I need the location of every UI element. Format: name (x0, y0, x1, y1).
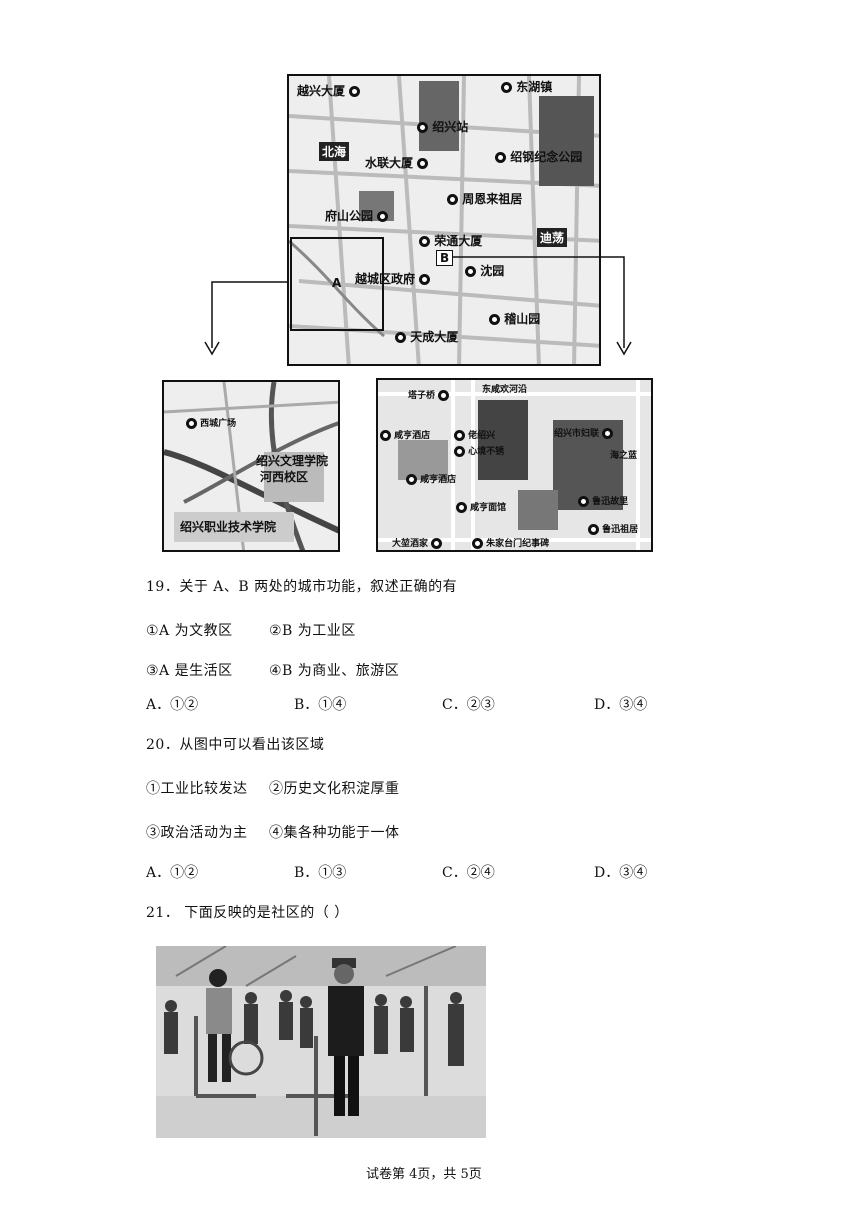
community-exercise-photo (156, 946, 486, 1138)
q20-option-d[interactable]: D．③④ (594, 865, 648, 881)
landmark-icon (501, 82, 512, 93)
label-point-a: A (332, 276, 342, 290)
landmark-icon (419, 236, 430, 247)
label-xicheng: 西城广场 (186, 416, 236, 429)
inset-b-streets (378, 380, 651, 550)
landmark-icon (447, 194, 458, 205)
q20-item4: ④集各种功能于一体 (269, 825, 400, 841)
landmark-icon (186, 418, 197, 429)
landmark-icon (438, 390, 450, 401)
q19-item1: ①A 为文教区 (146, 623, 233, 639)
label-xianheng2: 咸亨酒店 (406, 472, 456, 485)
landmark-icon (395, 332, 406, 343)
label-shenyuan: 沈园 (465, 262, 504, 279)
label-dongxian: 东咸欢河沿 (482, 385, 528, 395)
label-laoshaoxing: 佬绍兴 (454, 428, 495, 441)
landmark-icon (602, 428, 614, 439)
label-dongshen: 东湖镇 (501, 78, 552, 95)
landmark-icon (465, 266, 476, 277)
q20-item3: ③政治活动为主 (146, 825, 248, 841)
community-exercise-photo-art (156, 946, 486, 1138)
q19-item3: ③A 是生活区 (146, 663, 233, 679)
landmark-icon (419, 274, 431, 285)
q19-item4: ④B 为商业、旅游区 (269, 663, 400, 679)
label-xianheng-noodle: 咸亨面馆 (456, 500, 506, 513)
label-fushan: 府山公园 (325, 207, 389, 224)
label-college2: 河西校区 (260, 470, 309, 484)
landmark-icon (406, 474, 417, 485)
landmark-icon (454, 430, 465, 441)
label-college1: 绍兴文理学院 (256, 454, 329, 468)
landmark-icon (431, 538, 443, 549)
label-dapu: 大堃酒家 (392, 536, 443, 549)
landmark-icon (578, 496, 589, 507)
label-memorial: 绍钢纪念公园 (495, 148, 582, 165)
landmark-icon (588, 524, 599, 535)
landmark-icon (489, 314, 500, 325)
q19-option-a[interactable]: A．①② (146, 697, 199, 713)
label-shuilian: 水联大厦 (365, 154, 429, 171)
landmark-icon (380, 430, 391, 441)
landmark-icon (417, 158, 429, 169)
landmark-icon (377, 211, 389, 222)
label-beihai: 北海 (319, 142, 350, 161)
label-govt: 越城区政府 (355, 270, 431, 287)
label-didang: 迪荡 (537, 228, 568, 247)
connector-arrows (204, 256, 632, 356)
page-footer: 试卷第 4页，共 5页 (366, 1167, 482, 1182)
q21-stem: 21． 下面反映的是社区的（ ） (146, 905, 349, 921)
landmark-icon (349, 86, 361, 97)
q19-option-b[interactable]: B．①④ (294, 697, 347, 713)
q19-stem: 19．关于 A、B 两处的城市功能，叙述正确的有 (146, 579, 458, 595)
landmark-icon (495, 152, 506, 163)
label-luxun-ancestral: 鲁迅祖居 (588, 522, 638, 535)
landmark-icon (417, 122, 428, 133)
inset-a-streets (164, 382, 338, 550)
landmark-icon (472, 538, 483, 549)
q20-item1: ①工业比较发达 (146, 781, 248, 797)
label-haizhi: 海之蓝 (610, 451, 638, 461)
main-map-streets (289, 76, 599, 364)
label-yuexing: 越兴大厦 (297, 82, 361, 99)
q20-option-b[interactable]: B．①③ (294, 865, 347, 881)
label-tazi: 塔子桥 (408, 388, 450, 401)
label-vocational: 绍兴职业技术学院 (180, 520, 277, 534)
label-rongtong: 荣通大厦 (419, 232, 482, 249)
inset-map-b: 塔子桥 东咸欢河沿 咸亨酒店 佬绍兴 绍兴市妇联 心境不锈 海之蓝 咸亨酒店 鲁… (376, 378, 653, 552)
label-fulian: 绍兴市妇联 (554, 426, 614, 439)
q19-option-c[interactable]: C．②③ (442, 697, 495, 713)
main-map: 越兴大厦 东湖镇 绍兴站 北海 水联大厦 绍钢纪念公园 周恩来祖居 府山公园 荣… (287, 74, 601, 366)
q20-item2: ②历史文化积淀厚重 (269, 781, 400, 797)
label-xianheng1: 咸亨酒店 (380, 428, 430, 441)
label-zhujia: 朱家台门纪事碑 (472, 536, 549, 549)
label-luxun-home: 鲁迅故里 (578, 494, 628, 507)
q20-option-c[interactable]: C．②④ (442, 865, 495, 881)
q20-option-a[interactable]: A．①② (146, 865, 199, 881)
label-station: 绍兴站 (417, 118, 468, 135)
q19-option-d[interactable]: D．③④ (594, 697, 648, 713)
label-point-b: B (436, 250, 454, 266)
label-zhouenlai: 周恩来祖居 (447, 190, 522, 207)
landmark-icon (454, 446, 465, 457)
label-jishan: 稽山园 (489, 310, 540, 327)
label-tiancheng: 天成大厦 (395, 328, 458, 345)
q20-stem: 20．从图中可以看出该区域 (146, 737, 325, 753)
landmark-icon (456, 502, 467, 513)
label-xinxiangbu: 心境不锈 (454, 444, 504, 457)
inset-map-a: 西城广场 绍兴文理学院 河西校区 绍兴职业技术学院 (162, 380, 340, 552)
q19-item2: ②B 为工业区 (269, 623, 356, 639)
